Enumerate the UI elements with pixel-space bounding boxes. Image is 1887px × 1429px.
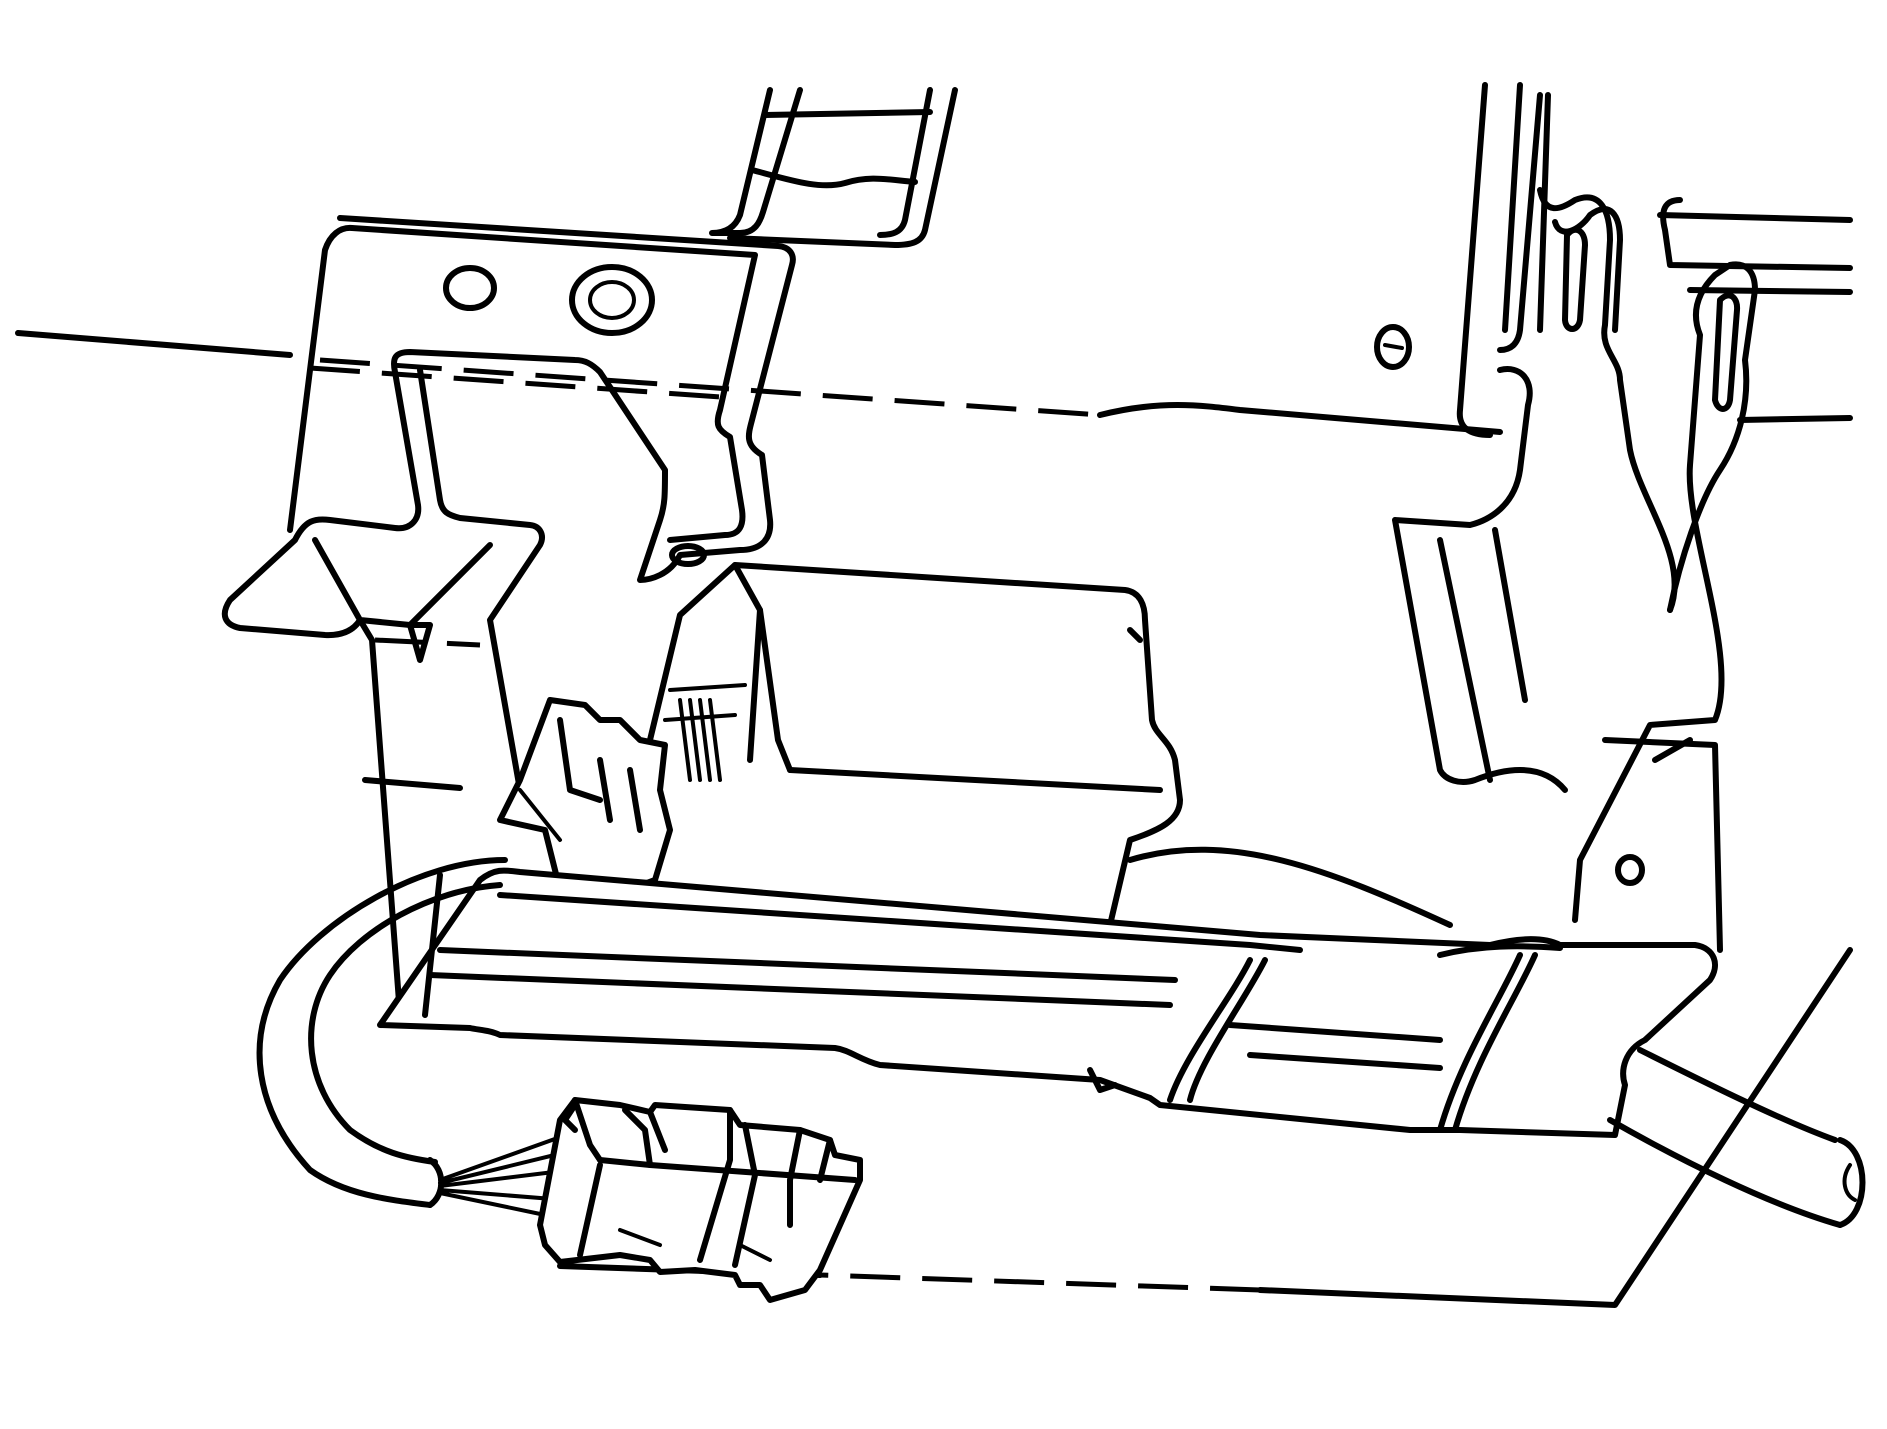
module-connector: [497, 697, 673, 903]
upper-strap: [709, 87, 958, 248]
harness-connector: [537, 1097, 863, 1303]
right-bracket: [1374, 82, 1853, 953]
harness-channel: [377, 867, 1718, 1138]
left-bracket: [221, 215, 796, 1018]
mounting-stud: [569, 264, 655, 336]
control-module: [647, 562, 1183, 928]
wire-harness: [256, 857, 1866, 1228]
mounting-hole: [443, 265, 497, 311]
slot-hole: [1562, 226, 1588, 332]
background-frame: [15, 212, 1853, 1308]
locator-tab: [407, 622, 433, 663]
slot-hole: [1712, 292, 1741, 412]
